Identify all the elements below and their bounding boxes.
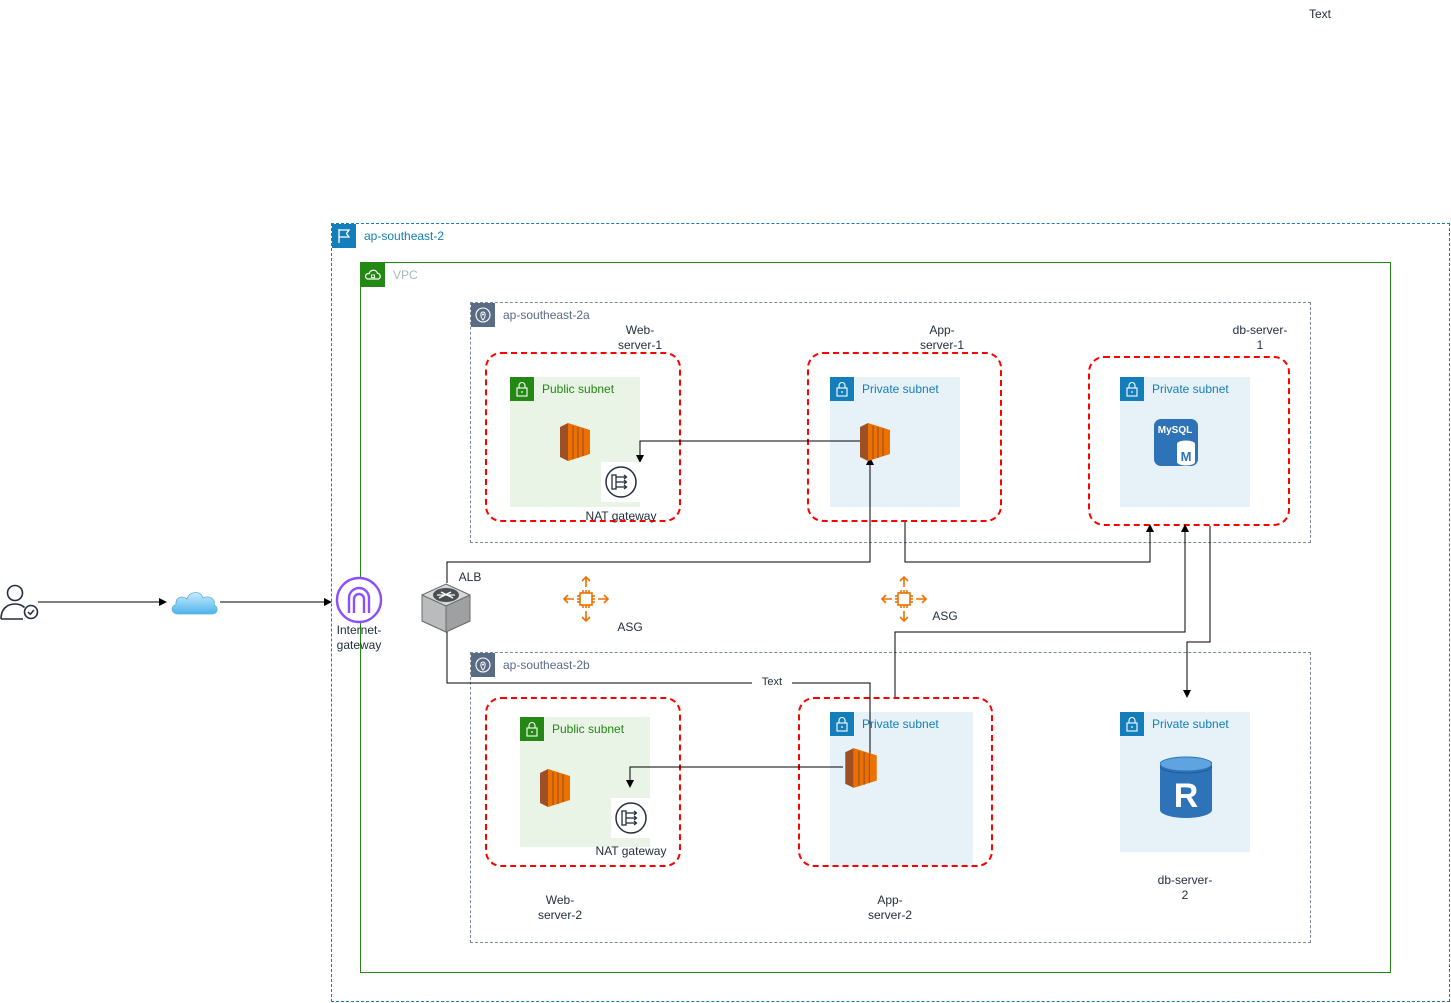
ec2-icon[interactable] [539,767,571,809]
ec2-icon[interactable] [559,421,591,463]
edge-alb-to-app-server-2 [446,632,874,778]
az-a-label: ap-southeast-2a [503,308,590,322]
nat-gateway-a-label: NAT gateway [585,509,657,523]
edge-app-server-1-to-nat-a [636,440,860,463]
lock-icon [830,377,854,401]
private-subnet-app-b-label: Private subnet [862,717,939,731]
vpc-label: VPC [393,268,418,282]
app-server-2-group[interactable] [798,697,993,867]
top-text-label: Text [1308,7,1331,21]
az-b-label: ap-southeast-2b [503,658,590,672]
edge-app-server-2-to-db-1 [894,524,1189,697]
redis-icon[interactable]: R [1160,756,1212,820]
web-server-1-label: Web- server-1 [617,323,662,352]
vpc-cloud-icon [361,263,385,287]
edge-text-label: Text [752,676,792,689]
public-subnet-a-label: Public subnet [542,382,615,396]
lock-icon [520,717,544,741]
edge-alb-to-app-server-1 [446,457,874,583]
nat-gateway-icon[interactable] [601,462,641,502]
lock-icon [510,377,534,401]
region-flag-icon [332,224,356,248]
availability-zone-b[interactable]: ap-southeast-2b [470,652,1311,943]
lock-icon [1120,712,1144,736]
ec2-icon[interactable] [859,421,891,463]
alb-label: ALB [458,570,482,584]
app-server-1-label: App- server-1 [919,323,964,352]
az-pin-icon [471,303,495,327]
asg-icon[interactable] [562,575,610,623]
web-server-2-group[interactable] [485,697,681,867]
web-server-2-label: Web- server-2 [537,893,582,922]
mysql-text: MySQL [1158,425,1192,436]
db-server-1-label: db-server- 1 [1232,323,1288,352]
region-container[interactable]: ap-southeast-2 [331,223,1450,1002]
edge-db-1-to-db-2 [1183,526,1211,698]
mysql-m-letter: M [1181,449,1192,464]
internet-gateway-icon[interactable] [335,576,383,624]
edge-app-server-1-to-db-1 [904,522,1154,563]
asg-icon[interactable] [880,575,928,623]
lock-icon [1120,377,1144,401]
availability-zone-a[interactable]: ap-southeast-2a [470,302,1311,543]
private-subnet-app-a[interactable]: Private subnet [830,377,960,507]
web-server-1-group[interactable] [485,352,681,522]
redis-r-letter: R [1174,777,1199,815]
cloud-icon[interactable] [168,587,220,617]
app-server-2-label: App- server-2 [867,893,912,922]
az-pin-icon [471,653,495,677]
region-label: ap-southeast-2 [364,229,445,243]
public-subnet-b-label: Public subnet [552,722,625,736]
db-server-1-group[interactable] [1088,356,1290,526]
edge-app-server-2-to-nat-b [626,766,843,788]
lock-icon [830,712,854,736]
ec2-icon[interactable] [842,746,880,790]
app-server-1-group[interactable] [807,352,1002,522]
db-server-2-label: db-server- 2 [1157,873,1213,902]
alb-icon[interactable] [418,581,474,635]
nat-gateway-icon[interactable] [611,798,651,838]
mysql-icon[interactable]: MySQL M [1153,418,1203,468]
asg-right-label: ASG [932,609,958,623]
private-subnet-db-a-label: Private subnet [1152,382,1229,396]
private-subnet-app-b[interactable]: Private subnet [830,712,973,867]
nat-gateway-b-label: NAT gateway [595,844,667,858]
private-subnet-app-a-label: Private subnet [862,382,939,396]
private-subnet-db-b-label: Private subnet [1152,717,1229,731]
user-icon[interactable] [0,583,40,623]
asg-left-label: ASG [617,620,643,634]
internet-gateway-label: Internet- gateway [336,623,382,652]
